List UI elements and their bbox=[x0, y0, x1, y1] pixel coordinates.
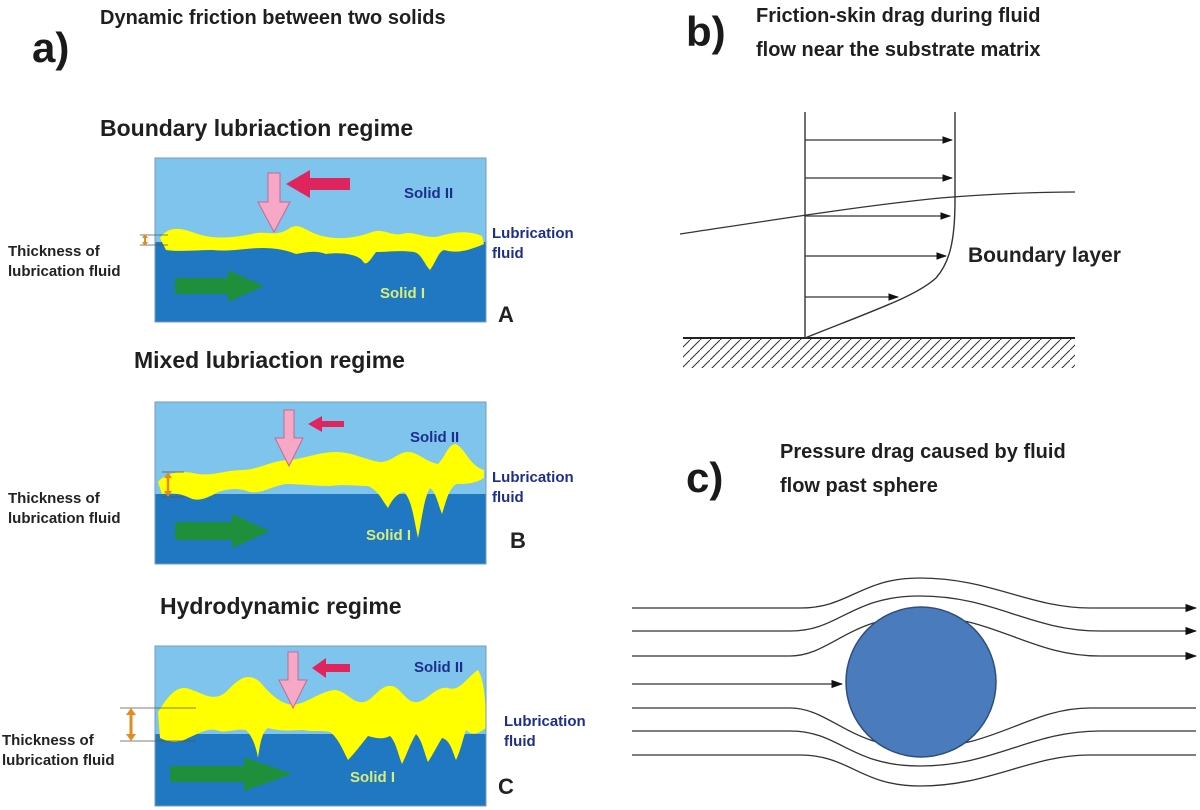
regime-heading: Hydrodynamic regime bbox=[160, 593, 402, 619]
streamline bbox=[632, 577, 1198, 613]
thickness-label-2: lubrication fluid bbox=[8, 510, 121, 527]
wall-hatching bbox=[683, 338, 1075, 368]
regime-letter: B bbox=[510, 528, 526, 553]
thickness-label-1: Thickness of bbox=[8, 243, 101, 260]
regime-boundary: Boundary lubriaction regime Solid II Sol… bbox=[8, 115, 574, 327]
solid-ii-label: Solid II bbox=[404, 185, 453, 202]
panel-b-label: b) bbox=[686, 8, 726, 55]
thickness-indicator bbox=[140, 234, 168, 246]
motion-arrow bbox=[170, 757, 292, 791]
motion-arrow bbox=[175, 514, 270, 548]
lubrication-fluid-label-1: Lubrication bbox=[504, 713, 586, 730]
lubrication-fluid-label-2: fluid bbox=[504, 733, 536, 750]
lubrication-fluid-layer bbox=[158, 670, 486, 764]
thickness-indicator bbox=[162, 471, 184, 498]
solid-ii-label: Solid II bbox=[410, 429, 459, 446]
regime-letter: A bbox=[498, 302, 514, 327]
thickness-label-1: Thickness of bbox=[8, 490, 101, 507]
regime-mixed: Mixed lubriaction regime Solid II Solid … bbox=[8, 347, 574, 565]
solid-ii-label: Solid II bbox=[414, 659, 463, 676]
tangential-force-arrow bbox=[286, 170, 350, 198]
boundary-layer-label: Boundary layer bbox=[968, 244, 1121, 267]
regime-hydrodynamic: Hydrodynamic regime Solid II Solid I Lub… bbox=[2, 593, 586, 807]
lubrication-fluid-label-2: fluid bbox=[492, 489, 524, 506]
solid-i-label: Solid I bbox=[380, 285, 425, 302]
velocity-arrows bbox=[805, 136, 954, 301]
lubrication-fluid-layer bbox=[158, 444, 484, 538]
normal-force-arrow bbox=[257, 172, 291, 234]
panel-c-title-line2: flow past sphere bbox=[780, 475, 938, 497]
normal-force-arrow bbox=[278, 651, 308, 710]
normal-force-arrow bbox=[274, 409, 304, 468]
panel-c-label: c) bbox=[686, 454, 723, 501]
streamline bbox=[632, 754, 1196, 787]
regime-heading: Mixed lubriaction regime bbox=[134, 347, 405, 373]
thickness-label-2: lubrication fluid bbox=[8, 263, 121, 280]
panel-a-label: a) bbox=[32, 24, 69, 71]
streamline bbox=[632, 595, 1198, 636]
lubrication-fluid-label-2: fluid bbox=[492, 245, 524, 262]
regime-heading: Boundary lubriaction regime bbox=[100, 115, 413, 141]
panel-b-title-line1: Friction-skin drag during fluid bbox=[756, 5, 1040, 27]
solid-i-label: Solid I bbox=[350, 769, 395, 786]
tangential-force-arrow bbox=[308, 416, 344, 432]
solid-i-label: Solid I bbox=[366, 527, 411, 544]
regime-letter: C bbox=[498, 774, 514, 799]
lubrication-fluid-label-1: Lubrication bbox=[492, 469, 574, 486]
thickness-indicator bbox=[120, 707, 196, 742]
sphere bbox=[845, 606, 997, 758]
boundary-layer-edge bbox=[679, 191, 1076, 235]
lubrication-fluid-label-1: Lubrication bbox=[492, 225, 574, 242]
panel-c-title-line1: Pressure drag caused by fluid bbox=[780, 441, 1066, 463]
thickness-label-1: Thickness of bbox=[2, 732, 95, 749]
panel-c: c) Pressure drag caused by fluid flow pa… bbox=[632, 441, 1198, 787]
streamline bbox=[632, 730, 1196, 767]
panel-b: b) Friction-skin drag during fluid flow … bbox=[679, 5, 1121, 368]
tangential-force-arrow bbox=[312, 658, 350, 678]
panel-a: a) Dynamic friction between two solids B… bbox=[2, 7, 586, 807]
thickness-label-2: lubrication fluid bbox=[2, 752, 115, 769]
lubrication-fluid-layer bbox=[160, 226, 484, 270]
motion-arrow bbox=[175, 270, 264, 302]
panel-a-title: Dynamic friction between two solids bbox=[100, 7, 446, 29]
panel-b-title-line2: flow near the substrate matrix bbox=[756, 39, 1041, 61]
velocity-profile-curve bbox=[804, 112, 956, 339]
